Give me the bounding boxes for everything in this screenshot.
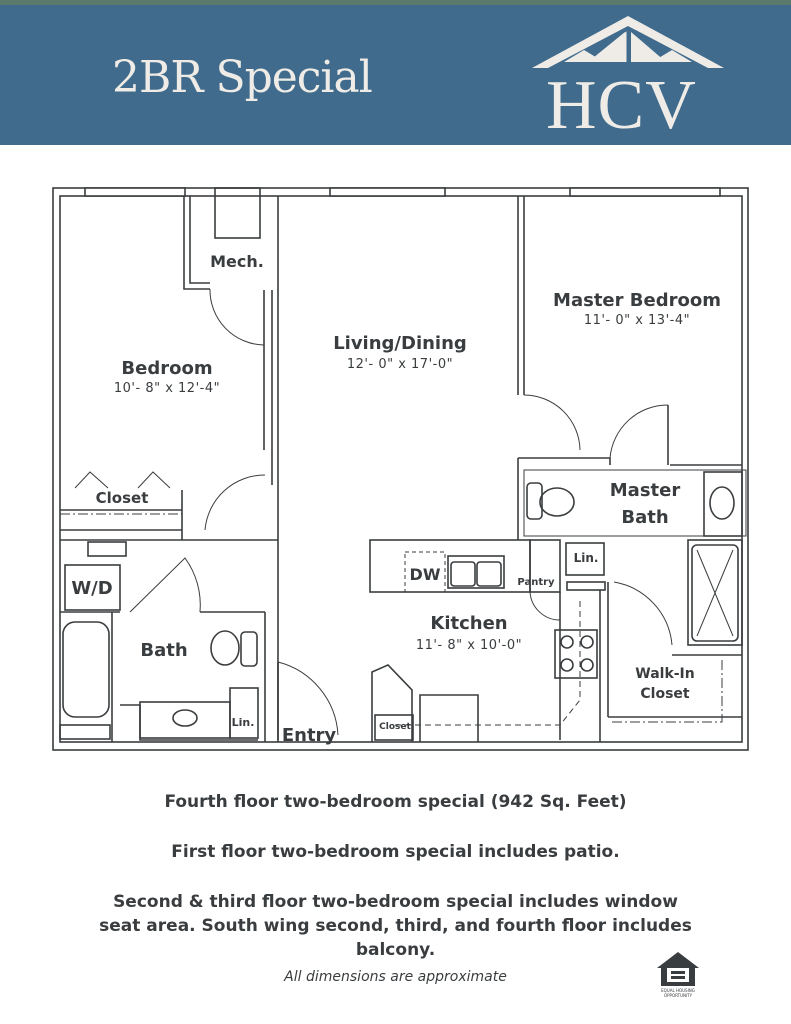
room-label-walkin-2: Closet (640, 686, 690, 702)
label-pantry: Pantry (517, 577, 555, 588)
room-label-master-bath-1: Master (609, 480, 681, 501)
label-linen-bath: Lin. (231, 716, 255, 729)
page-title: 2BR Special (112, 52, 373, 103)
room-dim-living: 12'- 0" x 17'-0" (346, 357, 454, 372)
room-label-walkin-1: Walk-In (635, 666, 695, 682)
note-first-floor: First floor two-bedroom special includes… (171, 842, 620, 862)
room-label-master-bath-2: Bath (621, 507, 669, 528)
note-fourth-floor: Fourth floor two-bedroom special (942 Sq… (164, 792, 627, 812)
room-label-bath: Bath (140, 640, 188, 661)
room-label-living: Living/Dining (333, 333, 467, 354)
equal-housing-icon: EQUAL HOUSING OPPORTUNITY (657, 952, 699, 998)
room-label-bedroom: Bedroom (121, 358, 213, 379)
note-second-third-1: Second & third floor two-bedroom special… (113, 892, 678, 912)
room-label-kitchen: Kitchen (430, 613, 508, 634)
disclaimer: All dimensions are approximate (284, 969, 507, 985)
room-label-master-bedroom: Master Bedroom (553, 290, 721, 311)
hcv-roof-logo-icon (532, 16, 724, 68)
hcv-logo-text: HCV (546, 67, 697, 144)
note-second-third-3: balcony. (355, 940, 436, 960)
svg-text:OPPORTUNITY: OPPORTUNITY (664, 993, 693, 998)
room-dim-master-bedroom: 11'- 0" x 13'-4" (583, 313, 691, 328)
header-banner (0, 5, 791, 145)
label-dishwasher: DW (409, 565, 441, 584)
room-dim-bedroom: 10'- 8" x 12'-4" (113, 381, 221, 396)
note-second-third-2: seat area. South wing second, third, and… (99, 916, 692, 936)
room-dim-kitchen: 11'- 8" x 10'-0" (415, 638, 523, 653)
label-washer-dryer: W/D (71, 578, 113, 599)
room-label-closet: Closet (95, 489, 149, 507)
svg-text:EQUAL HOUSING: EQUAL HOUSING (661, 988, 695, 993)
label-linen-master: Lin. (573, 551, 599, 565)
label-entry: Entry (281, 725, 337, 746)
room-label-mech: Mech. (210, 252, 264, 271)
label-entry-closet: Closet (379, 722, 411, 732)
top-strip (0, 0, 791, 5)
